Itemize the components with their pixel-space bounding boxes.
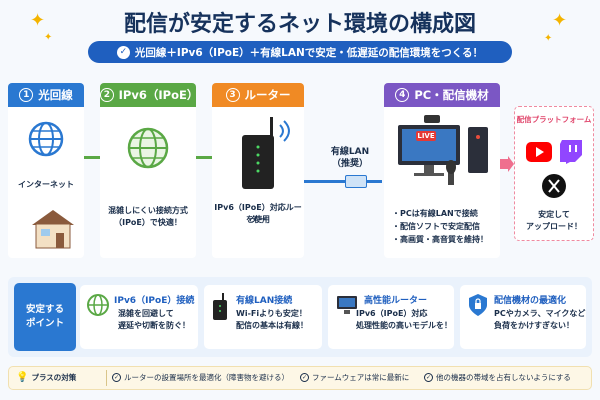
pc-bullets: ・PCは有線LANで接続 ・配信ソフトで安定配信 ・高画質・高音質を維持！: [392, 207, 488, 246]
tip-title: 配信機材の最適化: [494, 296, 567, 306]
tip-desc-line: 遅延や切断を防ぐ！: [118, 321, 190, 330]
tip-desc-line: 処理性能の高いモデルを！: [356, 321, 452, 330]
tip-title: IPv6（IPoE）接続: [114, 296, 195, 306]
globe-icon: [28, 121, 64, 157]
tip-card-router: 高性能ルーター IPv6（IPoE）対応 処理性能の高いモデルを！: [328, 285, 454, 349]
tip-desc: IPv6（IPoE）対応 処理性能の高いモデルを！: [356, 308, 452, 332]
shield-icon: [469, 294, 487, 316]
column-ipv6: 2 IPv6（IPoE） 混雑しにくい接続方式 （IPoE）で快適！: [100, 83, 199, 258]
ipv6-desc-line-1: 混雑しにくい接続方式: [108, 206, 188, 215]
sparkle-icon: ✦: [30, 10, 46, 31]
page-title: 配信が安定するネット環境の構成図: [123, 12, 476, 37]
tip-title: 有線LAN接続: [236, 296, 293, 306]
sparkle-icon: ✦: [544, 33, 553, 44]
tip-card-equipment: 配信機材の最適化 PCやカメラ、マイクなど 負荷をかけすぎない！: [460, 285, 586, 349]
tip-desc-line: Wi-Fiよりも安定！: [236, 309, 307, 318]
youtube-logo: [526, 142, 552, 162]
footer-item: ✓ 他の機器の帯域を占有しないようにする: [424, 372, 571, 383]
tip-desc: PCやカメラ、マイクなど 負荷をかけすぎない！: [494, 308, 585, 332]
tip-desc-line: IPv6（IPoE）対応: [356, 309, 428, 318]
column-pc: 4 PC・配信機材 LIVE ・PCは有線LANで接続 ・配信ソフトで安定配信 …: [384, 83, 500, 258]
lan-cable: [285, 180, 347, 183]
lightbulb-icon: 💡: [16, 372, 29, 383]
router-desc-line-1: IPv6（IPoE）対応ルーター: [214, 203, 302, 224]
platform-panel: [514, 106, 594, 241]
subtitle-text: 光回線＋IPv6（IPoE）＋有線LANで安定・低遅延の配信環境をつくる！: [134, 46, 484, 59]
sparkle-icon: ✦: [44, 32, 53, 43]
footer-divider: [106, 370, 107, 386]
tips-label-line: 安定する: [25, 304, 64, 315]
subtitle-banner: ✓ 光回線＋IPv6（IPoE）＋有線LANで安定・低遅延の配信環境をつくる！: [88, 41, 512, 63]
pc-bullet: ・高画質・高音質を維持！: [392, 235, 488, 244]
column-router: 3 ルーター IPv6（IPoE）対応ルーター を使用: [212, 83, 304, 258]
column-body: インターネット: [8, 107, 84, 258]
live-badge: LIVE: [416, 131, 436, 141]
pc-setup-icon: [398, 115, 488, 185]
column-title: ルーター: [244, 88, 291, 102]
column-fiber: 1 光回線 インターネット: [8, 83, 84, 258]
platform-desc-line: アップロード！: [526, 222, 582, 231]
column-title: PC・配信機材: [414, 88, 489, 102]
footer-item-text: ルーターの設置場所を最適化（障害物を避ける）: [124, 373, 289, 382]
cable-label-main: 有線LAN: [330, 147, 370, 157]
pc-bullet: ・PCは有線LANで接続: [392, 209, 478, 218]
internet-label: インターネット: [18, 180, 74, 189]
check-circle-icon: ✓: [300, 373, 309, 382]
column-header: 3 ルーター: [212, 83, 304, 107]
check-circle-icon: ✓: [112, 373, 121, 382]
column-title: 光回線: [38, 88, 73, 102]
platform-desc: 安定して アップロード！: [514, 209, 594, 233]
column-body: LIVE ・PCは有線LANで接続 ・配信ソフトで安定配信 ・高画質・高音質を維…: [384, 107, 500, 258]
tip-desc-line: 配信の基本は有線！: [236, 321, 308, 330]
footer-item: ✓ ルーターの設置場所を最適化（障害物を避ける）: [112, 372, 289, 383]
lan-connector-icon: [345, 175, 367, 188]
tip-desc: 混雑を回避して 遅延や切断を防ぐ！: [118, 308, 190, 332]
platform-title: 配信プラットフォーム: [516, 115, 592, 124]
check-icon: ✓: [116, 45, 130, 59]
pc-bullet: ・配信ソフトで安定配信: [392, 222, 480, 231]
column-title: IPv6（IPoE）: [118, 88, 199, 102]
column-header: 2 IPv6（IPoE）: [100, 83, 199, 107]
step-number: 1: [19, 88, 34, 102]
tip-desc: Wi-Fiよりも安定！ 配信の基本は有線！: [236, 308, 308, 332]
cable-label-sub: （推奨）: [331, 159, 368, 169]
globe-icon: [127, 127, 169, 169]
platform-desc-line: 安定して: [538, 210, 570, 219]
step-number: 4: [395, 88, 410, 102]
footer-item-text: 他の機器の帯域を占有しないようにする: [436, 373, 571, 382]
router-icon: [213, 293, 227, 320]
tip-desc-line: 混雑を回避して: [118, 309, 174, 318]
step-number: 2: [100, 88, 114, 102]
tip-card-lan: 有線LAN接続 Wi-Fiよりも安定！ 配信の基本は有線！: [204, 285, 322, 349]
sparkle-icon: ✦: [552, 10, 568, 31]
cable-label: 有線LAN （推奨）: [320, 146, 380, 170]
lan-cable-end: [366, 180, 382, 183]
tips-label: 安定する ポイント: [14, 283, 76, 351]
house-icon: [32, 210, 74, 249]
x-logo: [542, 174, 566, 198]
footer-label-text: プラスの対策: [31, 373, 77, 382]
column-body: IPv6（IPoE）対応ルーター を使用: [212, 107, 304, 258]
tip-card-ipv6: IPv6（IPoE）接続 混雑を回避して 遅延や切断を防ぐ！: [80, 285, 198, 349]
twitch-logo: [560, 140, 582, 164]
router-icon: [242, 117, 290, 189]
wire-2: [196, 156, 212, 159]
monitor-icon: [337, 296, 357, 314]
globe-icon: [87, 294, 109, 316]
column-header: 1 光回線: [8, 83, 84, 107]
tip-desc-line: 負荷をかけすぎない！: [494, 321, 574, 330]
column-header: 4 PC・配信機材: [384, 83, 500, 107]
router-desc-line-2: を使用: [246, 215, 270, 224]
footer-label: 💡 プラスの対策: [16, 372, 76, 383]
tip-title: 高性能ルーター: [364, 296, 428, 306]
check-circle-icon: ✓: [424, 373, 433, 382]
tips-label-line: ポイント: [25, 318, 64, 329]
arrow-right-icon: [500, 156, 514, 172]
column-body: 混雑しにくい接続方式 （IPoE）で快適！: [100, 107, 196, 258]
footer-item: ✓ ファームウェアは常に最新に: [300, 372, 409, 383]
step-number: 3: [225, 88, 240, 102]
ipv6-desc-line-2: （IPoE）で快適！: [114, 218, 182, 227]
footer-item-text: ファームウェアは常に最新に: [312, 373, 410, 382]
tip-desc-line: PCやカメラ、マイクなど: [494, 309, 586, 318]
